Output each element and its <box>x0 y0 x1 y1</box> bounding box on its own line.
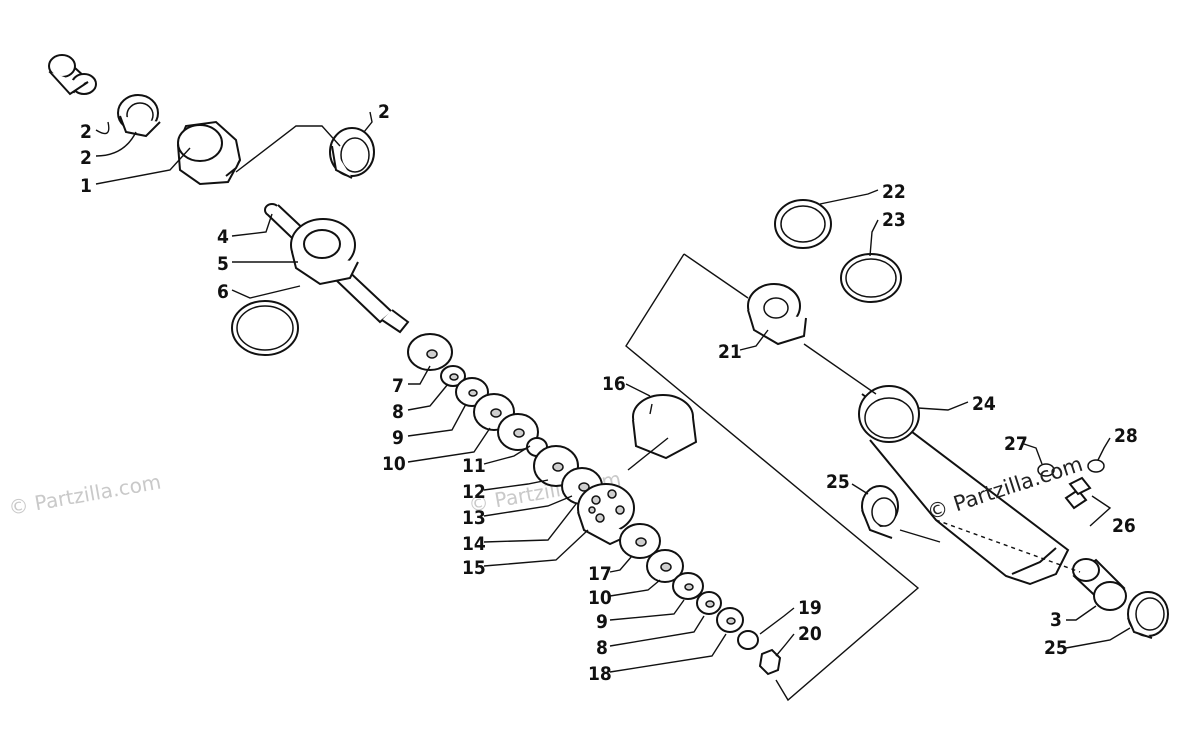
callout-18: 18 <box>588 663 612 685</box>
callout-19: 19 <box>798 597 822 619</box>
bracket-top-left <box>235 125 341 173</box>
callout-1: 1 <box>80 175 92 197</box>
callout-10: 10 <box>382 453 406 475</box>
callout-16: 16 <box>602 373 626 395</box>
callout-26: 26 <box>1112 515 1136 537</box>
callout-2: 2 <box>80 147 92 169</box>
callout-2: 2 <box>378 101 390 123</box>
callout-6: 6 <box>217 281 229 303</box>
part-3-bushing-bottom <box>1072 558 1127 611</box>
part-2-bushing-right <box>329 127 375 179</box>
callout-labels: 2 2 1 2 4 5 6 7 8 9 10 11 12 13 14 15 16… <box>80 101 1138 685</box>
callout-28: 28 <box>1114 425 1138 447</box>
part-21-floating-piston <box>747 283 807 346</box>
part-25-bushing-bottom <box>1127 591 1169 639</box>
callout-9: 9 <box>596 611 608 633</box>
part-22-o-ring <box>774 199 832 249</box>
callout-3: 2 <box>80 121 92 143</box>
part-2-bushing-top <box>117 94 161 138</box>
bracket-26 <box>1089 495 1112 527</box>
callout-22: 22 <box>882 181 906 203</box>
watermark-left: © Partzilla.com <box>7 469 163 519</box>
callout-15: 15 <box>462 557 486 579</box>
callout-23: 23 <box>882 209 906 231</box>
callout-10: 10 <box>588 587 612 609</box>
callout-8: 8 <box>596 637 608 659</box>
part-16-piston-band <box>632 394 698 460</box>
shim-stack <box>407 333 603 505</box>
callout-17: 17 <box>588 563 612 585</box>
callout-13: 13 <box>462 507 486 529</box>
callout-20: 20 <box>798 623 822 645</box>
part-23-o-ring <box>840 253 902 303</box>
part-19-washer <box>737 630 759 650</box>
part-15-piston <box>577 483 635 546</box>
bracket-assembly-top <box>683 253 749 299</box>
leader-lines <box>95 111 1131 673</box>
bracket-assembly <box>625 253 920 702</box>
part-1-eyelet <box>176 120 242 186</box>
callout-3: 3 <box>1050 609 1062 631</box>
part-25-bushing <box>861 485 899 539</box>
callout-12: 12 <box>462 481 486 503</box>
callout-11: 11 <box>462 455 486 477</box>
callout-5: 5 <box>217 253 229 275</box>
callout-21: 21 <box>718 341 742 363</box>
callout-25: 25 <box>826 471 850 493</box>
callout-27: 27 <box>1004 433 1028 455</box>
part-5-seal-head <box>290 218 359 286</box>
callout-8: 8 <box>392 401 404 423</box>
part-26-valve <box>1064 476 1092 510</box>
part-20-nut <box>758 648 782 676</box>
callout-7: 7 <box>392 375 404 397</box>
part-24-shock-body <box>858 385 1070 586</box>
lower-shim-stack <box>619 523 782 676</box>
callout-4: 4 <box>217 226 229 248</box>
part-28-cap <box>1087 459 1105 473</box>
dashed-axis <box>935 519 1081 573</box>
callout-9: 9 <box>392 427 404 449</box>
part-3-bushing-top <box>48 54 97 96</box>
callout-14: 14 <box>462 533 486 555</box>
bracket-body <box>803 343 941 543</box>
callout-25: 25 <box>1044 637 1068 659</box>
bracket-piston <box>627 437 669 471</box>
part-27-o-ring <box>1037 463 1055 477</box>
part-6-o-ring <box>231 300 299 356</box>
callout-24: 24 <box>972 393 996 415</box>
